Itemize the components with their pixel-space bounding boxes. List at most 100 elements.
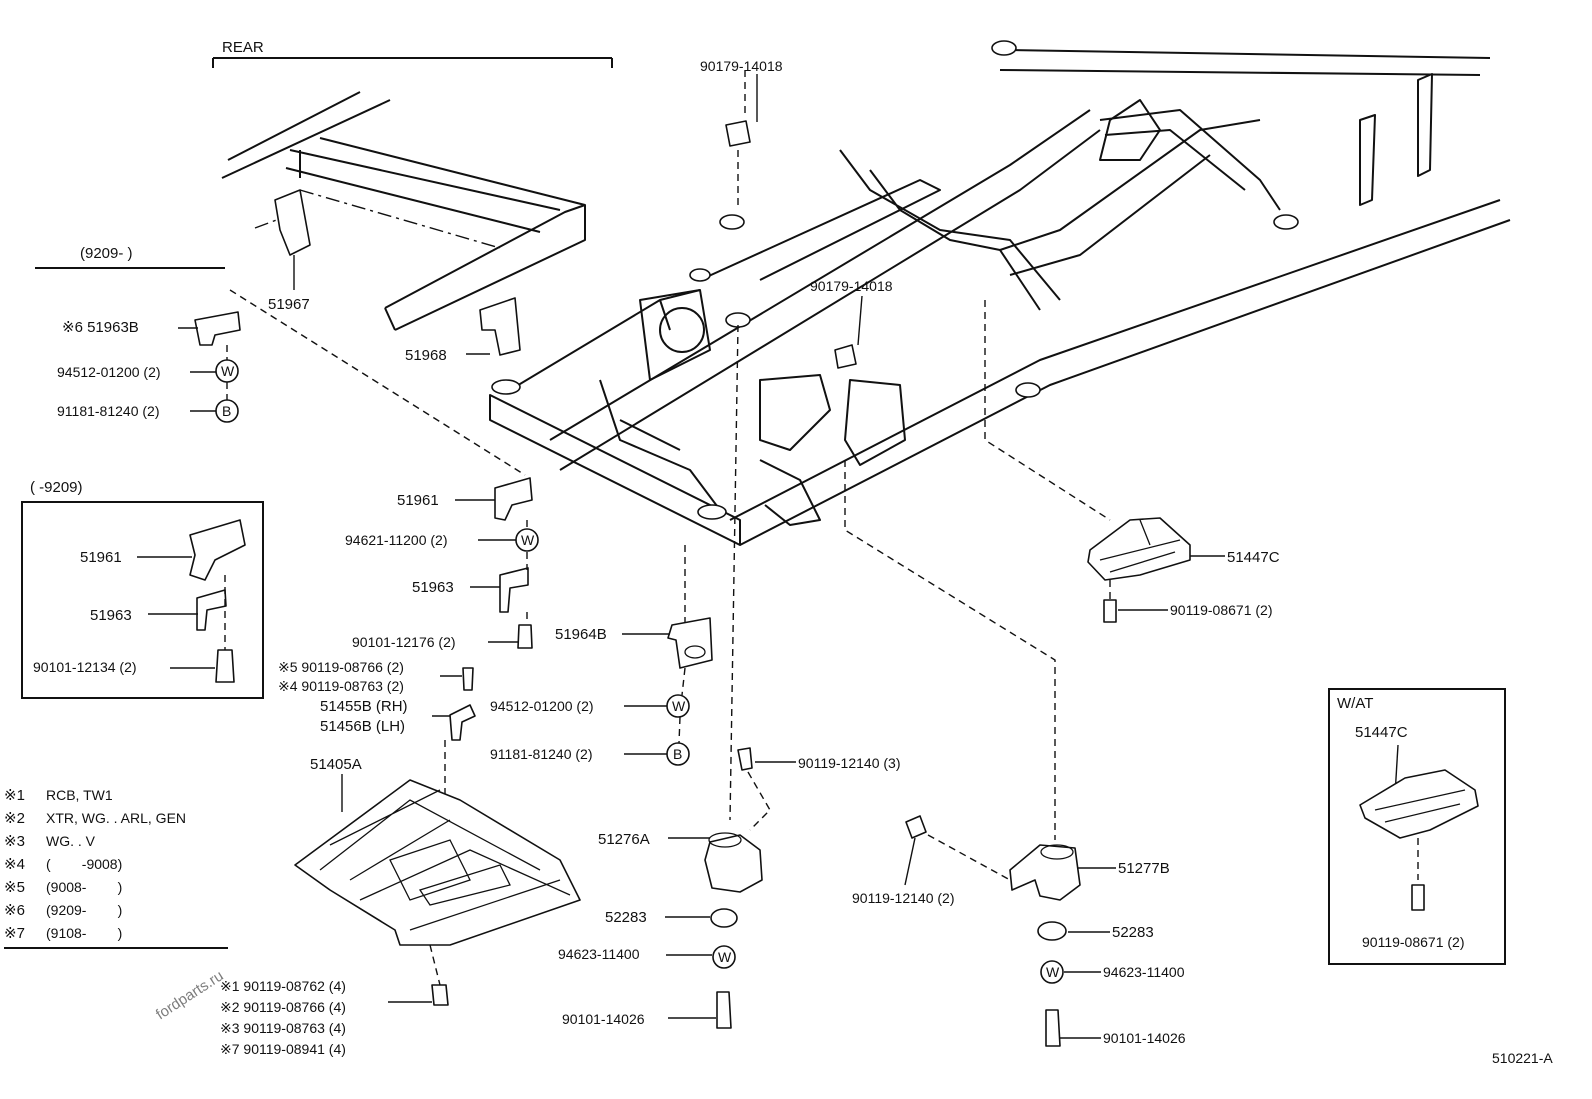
callout-51963B: ※6 51963B [62,319,139,336]
callout-51963-b: 51963 [90,607,132,624]
part-51968-bracket [479,297,521,356]
callout-51447C-wat: 51447C [1355,724,1408,741]
engine-mount-left-group: 90179-14018 90119-12140 (3) 51276A 52283… [558,58,900,1029]
variant-b-range: ( -9209) [30,479,83,496]
note-text-7: (9108- ) [46,925,122,941]
callout-90119-12140-3: 90119-12140 (3) [798,755,900,771]
note-mark-3: ※3 [4,833,25,850]
callout-51967: 51967 [268,296,310,313]
note-text-5: (9008- ) [46,879,122,895]
callout-91181-81240-a: 91181-81240 (2) [57,403,159,419]
note-mark-5: ※5 [4,879,25,896]
skid-plate-group: 51405A [294,756,581,1006]
part-51961-bracket-b [189,519,246,581]
washer-symbol: W [1046,964,1060,980]
note-mark-7: ※7 [4,925,25,942]
callout-51968: 51968 [405,347,447,364]
center-left-group: 51961 W 94621-11200 (2) 51963 90101-1217… [345,477,539,650]
note-text-1: RCB, TW1 [46,787,113,803]
callout-52283-a: 52283 [605,909,647,926]
callout-51276A: 51276A [598,831,650,848]
callout-51277B: 51277B [1118,860,1170,877]
bolt-90119-08671 [1103,599,1117,623]
washer-symbol: W [718,949,732,965]
bolt-skid-plate [431,984,449,1006]
callout-bolt-3: ※3 90119-08763 (4) [220,1020,346,1036]
part-51276A-engine-mount [704,834,763,893]
wat-title: W/AT [1337,695,1373,712]
callout-94512-01200-a: 94512-01200 (2) [57,364,161,380]
part-51963-bracket-b [196,589,227,631]
part-51967-bracket [274,189,311,256]
bolt-90101-14026-b [1045,1009,1061,1047]
notes-list: ※1 RCB, TW1 ※2 XTR, WG. . ARL, GEN ※3 WG… [4,787,228,949]
note-mark-6: ※6 [4,902,25,919]
bushing-symbol: B [222,403,231,419]
variant-a-range: (9209- ) [80,245,133,262]
bolt-90119-08671-wat [1411,884,1425,911]
part-52283-cushion-b [1037,921,1067,941]
callout-90119-08671: 90119-08671 (2) [1170,602,1272,618]
callout-bolt-1: ※1 90119-08762 (4) [220,978,346,994]
bolt-90101-12176 [517,624,533,649]
part-51447C-mount-wat [1359,769,1479,839]
callout-90119-12140-2: 90119-12140 (2) [852,890,954,906]
callout-90101-12134: 90101-12134 (2) [33,659,137,675]
part-51447C-mount [1087,517,1191,581]
engine-mount-right-group: 90179-14018 90119-12140 (2) 51277B 52283… [810,278,1186,1047]
callout-94512-01200-b: 94512-01200 (2) [490,698,594,714]
callout-90101-14026-b: 90101-14026 [1103,1030,1186,1046]
note-text-3: WG. . V [46,833,96,849]
variant-b-box: ( -9209) 51961 51963 90101-12134 (2) [21,479,264,699]
bolt-90119-12140-2 [905,815,927,839]
callout-51963-a: 51963 [412,579,454,596]
note-mark-2: ※2 [4,810,25,827]
note-mark-4: ※4 [4,856,25,873]
callout-94623-11400-a: 94623-11400 [558,946,640,962]
variant-a-group: (9209- ) ※6 51963B W 94512-01200 (2) B 9… [35,245,241,423]
note-text-4: ( -9008) [46,856,122,872]
callout-94621-11200: 94621-11200 (2) [345,532,447,548]
bushing-symbol: B [673,746,682,762]
callout-51405A: 51405A [310,756,362,773]
part-51963-bracket-a [499,567,529,613]
callout-51455B: 51455B (RH) [320,698,408,715]
wat-box: W/AT 51447C 90119-08671 (2) [1328,688,1506,965]
watermark: fordparts.ru [153,967,227,1023]
washer-icon [1040,960,1064,984]
note-mark-1: ※1 [4,787,25,804]
callout-51447C: 51447C [1227,549,1280,566]
callout-94623-11400-b: 94623-11400 [1103,964,1185,980]
note-text-6: (9209- ) [46,902,122,918]
part-51964B-bracket [667,617,713,669]
callout-bolt-7: ※7 90119-08941 (4) [220,1041,346,1057]
bolt-90101-12134 [215,649,235,683]
callout-51961-a: 51961 [397,492,439,509]
nut-90179-14018-mid [834,344,857,369]
callout-51456B: 51456B (LH) [320,718,405,735]
callout-51964B: 51964B [555,626,607,643]
part-52283-cushion-a [710,908,738,928]
bolt-90119-12140-3 [737,747,753,771]
diagram-id: 510221-A [1492,1050,1553,1066]
callout-90119-08763-4: ※4 90119-08763 (2) [278,678,404,694]
rear-label: REAR [222,39,264,56]
insulator-group: 51964B W 94512-01200 (2) B 91181-81240 (… [490,545,713,766]
part-51961-bracket-a [494,477,533,521]
bolt-90119-08766 [462,667,474,691]
part-51277B-engine-mount [1009,844,1081,901]
washer-symbol: W [672,698,686,714]
rear-section-header: REAR [212,39,613,68]
nut-90179-14018-top [725,120,751,147]
callout-91181-81240-b: 91181-81240 (2) [490,746,592,762]
callout-bolt-2: ※2 90119-08766 (4) [220,999,346,1015]
callout-90101-14026-a: 90101-14026 [562,1011,645,1027]
washer-symbol: W [221,363,235,379]
callout-51961-b: 51961 [80,549,122,566]
callout-90101-12176: 90101-12176 (2) [352,634,456,650]
stay-group: ※5 90119-08766 (2) ※4 90119-08763 (2) 51… [278,659,476,805]
callout-90119-08766-5: ※5 90119-08766 (2) [278,659,404,675]
vehicle-frame [221,40,1511,546]
callout-90179-14018-top: 90179-14018 [700,58,783,74]
